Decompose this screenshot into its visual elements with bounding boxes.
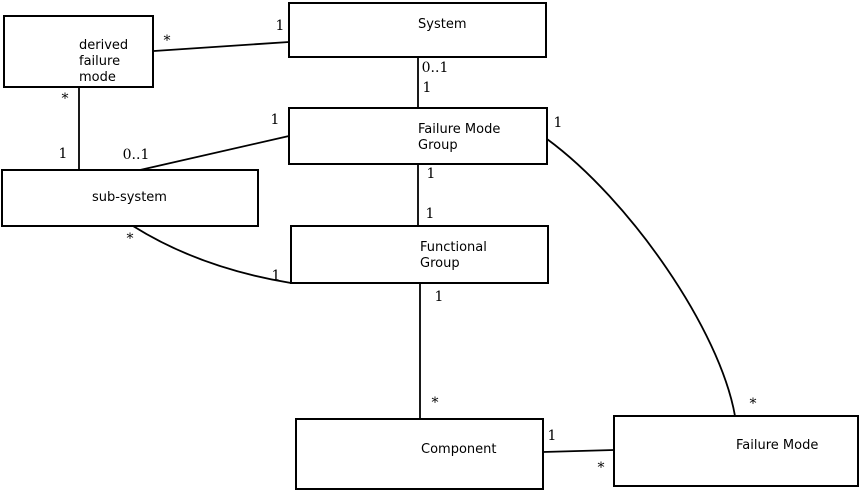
node-failure-mode-group-label: Failure Mode Group — [418, 122, 501, 153]
edge-sub-system-failure-mode-group — [139, 135, 290, 171]
node-failure-mode-label: Failure Mode — [736, 438, 819, 453]
node-failure-mode[interactable]: Failure Mode — [613, 415, 859, 487]
multiplicity-sub-system-failure-mode-group-source: 0..1 — [122, 147, 150, 163]
edge-derived-failure-mode-system — [153, 41, 290, 52]
node-system[interactable]: System — [288, 2, 547, 58]
node-component[interactable]: Component — [295, 418, 544, 490]
node-sub-system-label: sub-system — [92, 190, 167, 205]
multiplicity-derived-failure-mode-sub-system-target: 1 — [58, 146, 68, 162]
multiplicity-failure-mode-group-failure-mode-source: 1 — [553, 115, 563, 131]
multiplicity-functional-group-component-source: 1 — [434, 289, 444, 305]
multiplicity-component-failure-mode-target: * — [597, 460, 605, 476]
node-functional-group-label: Functional Group — [420, 240, 487, 271]
node-derived-failure-mode[interactable]: derived failure mode — [3, 15, 154, 88]
node-system-label: System — [418, 17, 467, 32]
node-derived-failure-mode-label: derived failure mode — [79, 38, 129, 85]
multiplicity-sub-system-functional-group-source: * — [126, 231, 134, 247]
multiplicity-system-failure-mode-group-source: 0..1 — [421, 60, 449, 76]
node-functional-group[interactable]: Functional Group — [290, 225, 549, 284]
multiplicity-derived-failure-mode-system-target: 1 — [275, 18, 285, 34]
node-component-label: Component — [421, 442, 497, 457]
multiplicity-failure-mode-group-failure-mode-target: * — [749, 396, 757, 412]
multiplicity-component-failure-mode-source: 1 — [547, 428, 557, 444]
multiplicity-failure-mode-group-functional-group-source: 1 — [426, 166, 436, 182]
multiplicity-failure-mode-group-functional-group-target: 1 — [425, 206, 435, 222]
multiplicity-functional-group-component-target: * — [431, 395, 439, 411]
multiplicity-system-failure-mode-group-target: 1 — [422, 80, 432, 96]
multiplicity-sub-system-functional-group-target: 1 — [271, 268, 281, 284]
multiplicity-derived-failure-mode-system-source: * — [163, 33, 171, 49]
multiplicity-derived-failure-mode-sub-system-source: * — [61, 91, 69, 107]
edge-sub-system-functional-group — [132, 225, 292, 284]
node-sub-system[interactable]: sub-system — [1, 169, 259, 227]
node-failure-mode-group[interactable]: Failure Mode Group — [288, 107, 548, 165]
edge-failure-mode-group-failure-mode — [546, 138, 736, 417]
multiplicity-sub-system-failure-mode-group-target: 1 — [270, 112, 280, 128]
edge-component-failure-mode — [542, 449, 615, 453]
